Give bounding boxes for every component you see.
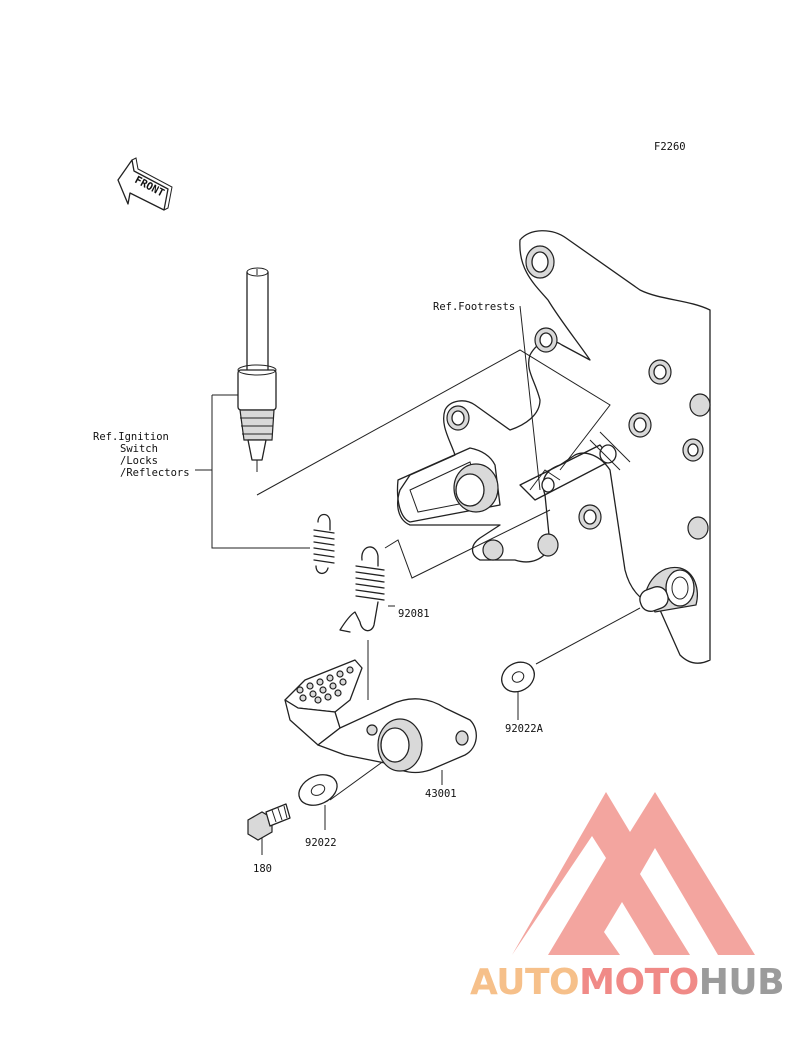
watermark-part-hub: HUB [699,962,784,1003]
label-92022A: 92022A [505,723,544,735]
watermark-part-auto: AUTO [470,962,579,1003]
watermark-part-moto: MOTO [579,962,699,1003]
label-92022: 92022 [305,837,337,849]
footrest-frame [396,230,711,664]
svg-text:AUTOMOTOHUB: AUTOMOTOHUB [470,962,784,1003]
part-labels: Ref.Footrests Ref.Ignition Switch /Locks… [93,301,544,875]
pedal-tread [296,666,354,704]
return-spring-92081 [339,546,385,633]
bolt-180 [247,803,291,841]
label-ref-ignition-4: /Reflectors [120,467,190,479]
switch-spring [313,513,335,575]
washer-92022 [298,774,338,806]
label-92081: 92081 [398,608,430,620]
label-43001: 43001 [425,788,457,800]
brake-pedal-43001 [284,659,477,774]
label-ref-ignition-2: Switch [120,443,158,455]
watermark-text: AUTOMOTOHUB [470,962,785,1003]
label-ref-footrests: Ref.Footrests [433,301,515,313]
leader-lines [195,305,641,855]
brake-light-switch [237,267,277,472]
label-ref-ignition-1: Ref.Ignition [93,431,169,443]
diagram-code: F2260 [654,141,686,153]
label-180: 180 [253,863,272,875]
washer-92022A [501,661,535,693]
front-arrow-icon: FRONT [117,157,173,211]
automotohub-logo-icon [512,792,755,955]
label-ref-ignition-3: /Locks [120,455,158,467]
